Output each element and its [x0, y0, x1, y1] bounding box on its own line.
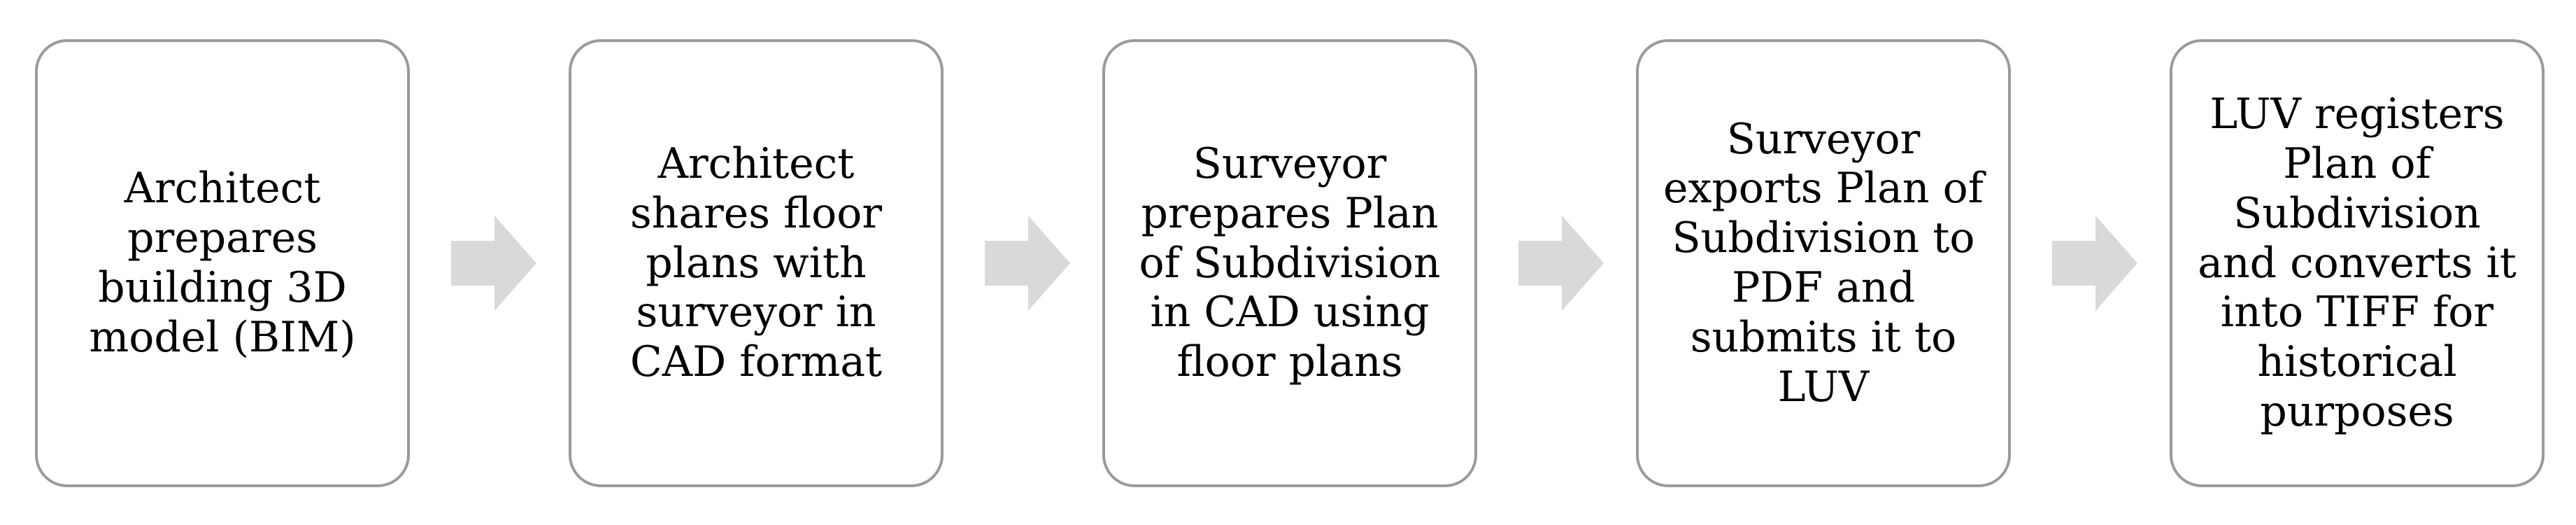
arrow-right-icon — [1518, 216, 1604, 311]
step-2-box: Architect shares floor plans with survey… — [569, 39, 944, 487]
step-1-box: Architect prepares building 3D model (BI… — [35, 39, 410, 487]
step-4-label: Surveyor exports Plan of Subdivision to … — [1663, 114, 1984, 412]
arrow-right-icon-shape — [985, 216, 1070, 311]
arrow-right-icon — [451, 216, 536, 311]
step-5-label: LUV registers Plan of Subdivision and co… — [2198, 90, 2517, 436]
step-3-box: Surveyor prepares Plan of Subdivision in… — [1102, 39, 1477, 487]
step-4-box: Surveyor exports Plan of Subdivision to … — [1636, 39, 2011, 487]
step-1-label: Architect prepares building 3D model (BI… — [89, 164, 356, 362]
arrow-right-icon-shape — [2052, 216, 2137, 311]
arrow-right-icon-shape — [451, 216, 536, 311]
arrow-right-icon — [985, 216, 1070, 311]
step-2-label: Architect shares floor plans with survey… — [629, 139, 883, 387]
step-5-box: LUV registers Plan of Subdivision and co… — [2170, 39, 2545, 487]
step-3-label: Surveyor prepares Plan of Subdivision in… — [1139, 139, 1441, 387]
arrow-right-icon-shape — [1518, 216, 1604, 311]
arrow-right-icon — [2052, 216, 2137, 311]
